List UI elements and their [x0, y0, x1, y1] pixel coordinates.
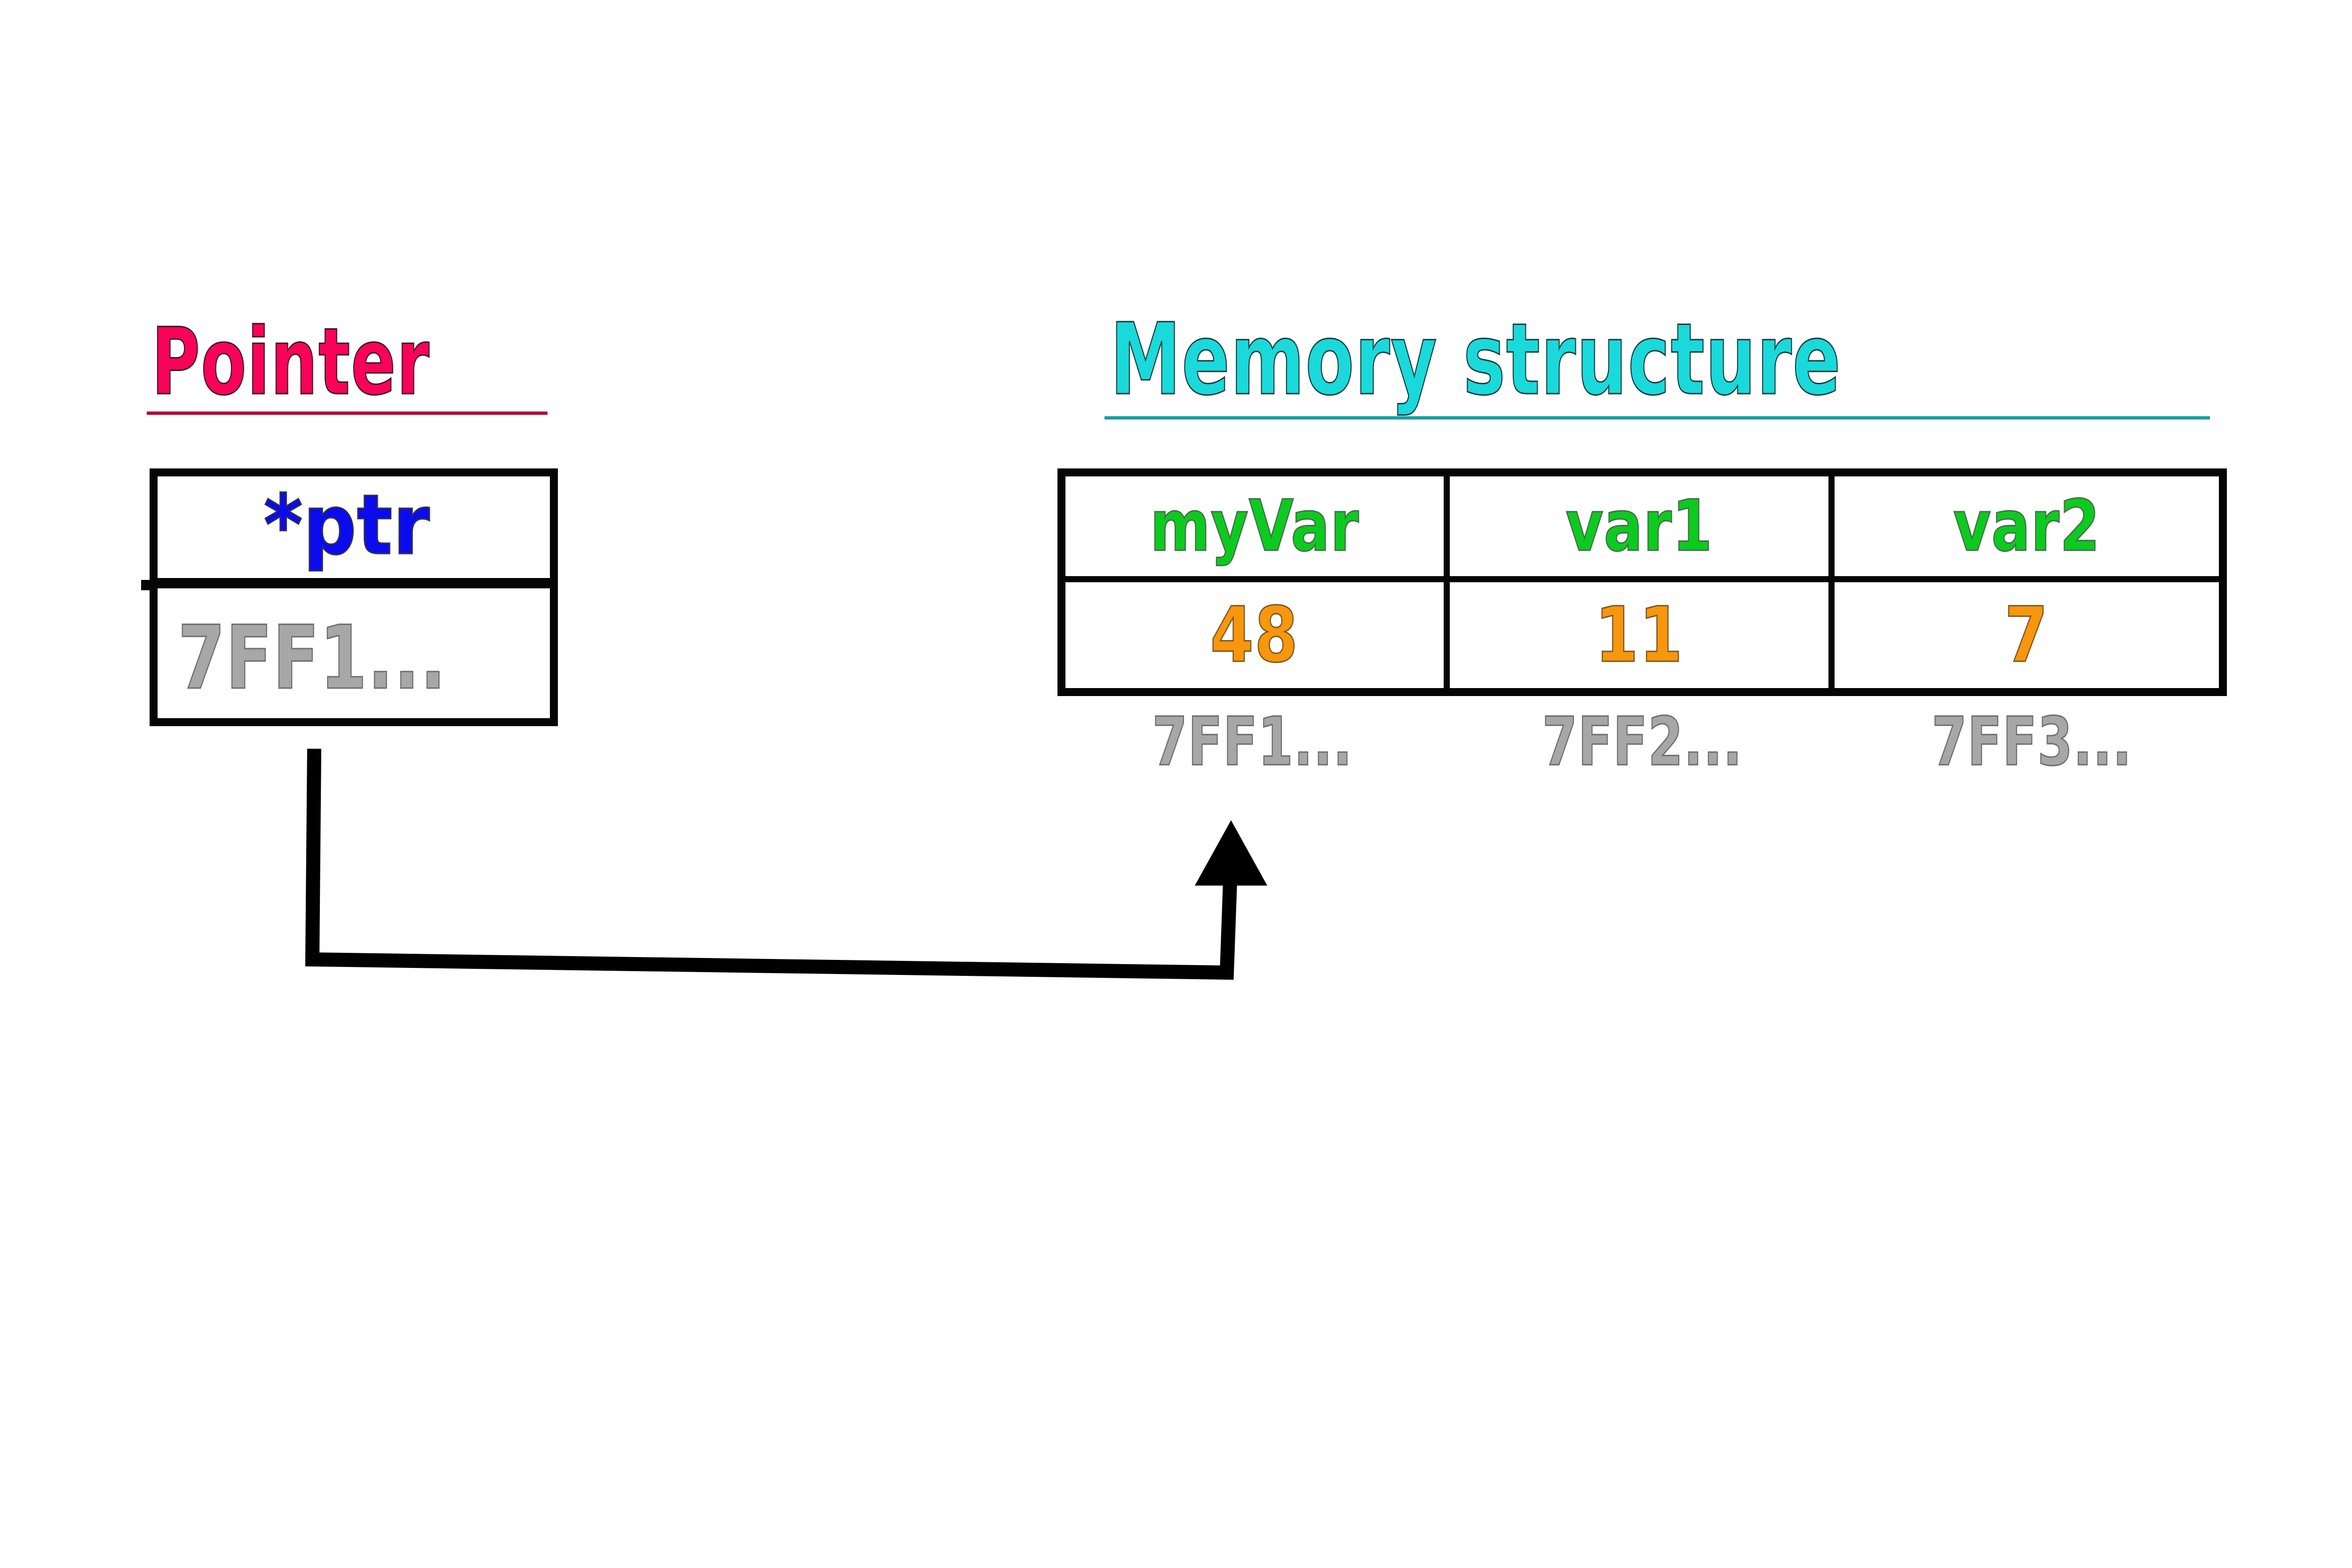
- memory-variable-name: var1: [1565, 485, 1713, 568]
- memory-section-title: Memory structure: [1110, 302, 2126, 417]
- memory-address-row: 7FF1... 7FF2... 7FF3...: [1057, 703, 2227, 782]
- memory-table: myVar var1 var2 48 11 7: [1057, 468, 2227, 696]
- pointer-section-title: Pointer: [151, 309, 538, 416]
- memory-name-cell-2: var2: [1834, 476, 2219, 582]
- memory-variable-name: myVar: [1150, 485, 1359, 568]
- memory-address-label-1: 7FF2...: [1542, 703, 1742, 782]
- pointer-box-row-divider: [150, 578, 558, 588]
- arrow-path: [305, 748, 1238, 980]
- memory-variable-value: 48: [1210, 590, 1299, 680]
- memory-variable-value: 7: [2004, 590, 2049, 680]
- memory-address-label-0: 7FF1...: [1152, 703, 1353, 782]
- pointer-box: [150, 468, 558, 726]
- pointer-address-cell: 7FF1...: [150, 591, 558, 724]
- memory-value-cell-1: 11: [1450, 582, 1835, 688]
- memory-title-underline: [1104, 416, 2210, 420]
- pointer-box-left-tick: [141, 580, 152, 590]
- memory-variable-name: var2: [1953, 485, 2100, 568]
- pointer-title-underline: [147, 412, 548, 415]
- memory-address-label-2: 7FF3...: [1931, 703, 2132, 782]
- pointer-section-title-text: Pointer: [151, 309, 430, 416]
- memory-section-title-text: Memory structure: [1110, 302, 1842, 417]
- pointer-address-text: 7FF1...: [177, 606, 446, 709]
- arrow-head: [1195, 820, 1267, 886]
- memory-name-cell-0: myVar: [1065, 476, 1450, 582]
- memory-value-cell-0: 48: [1065, 582, 1450, 688]
- memory-name-cell-1: var1: [1450, 476, 1835, 582]
- pointer-name-cell: *ptr: [150, 470, 558, 579]
- memory-value-cell-2: 7: [1835, 582, 2219, 688]
- pointer-name-text: *ptr: [263, 476, 430, 574]
- memory-variable-value: 11: [1594, 590, 1684, 680]
